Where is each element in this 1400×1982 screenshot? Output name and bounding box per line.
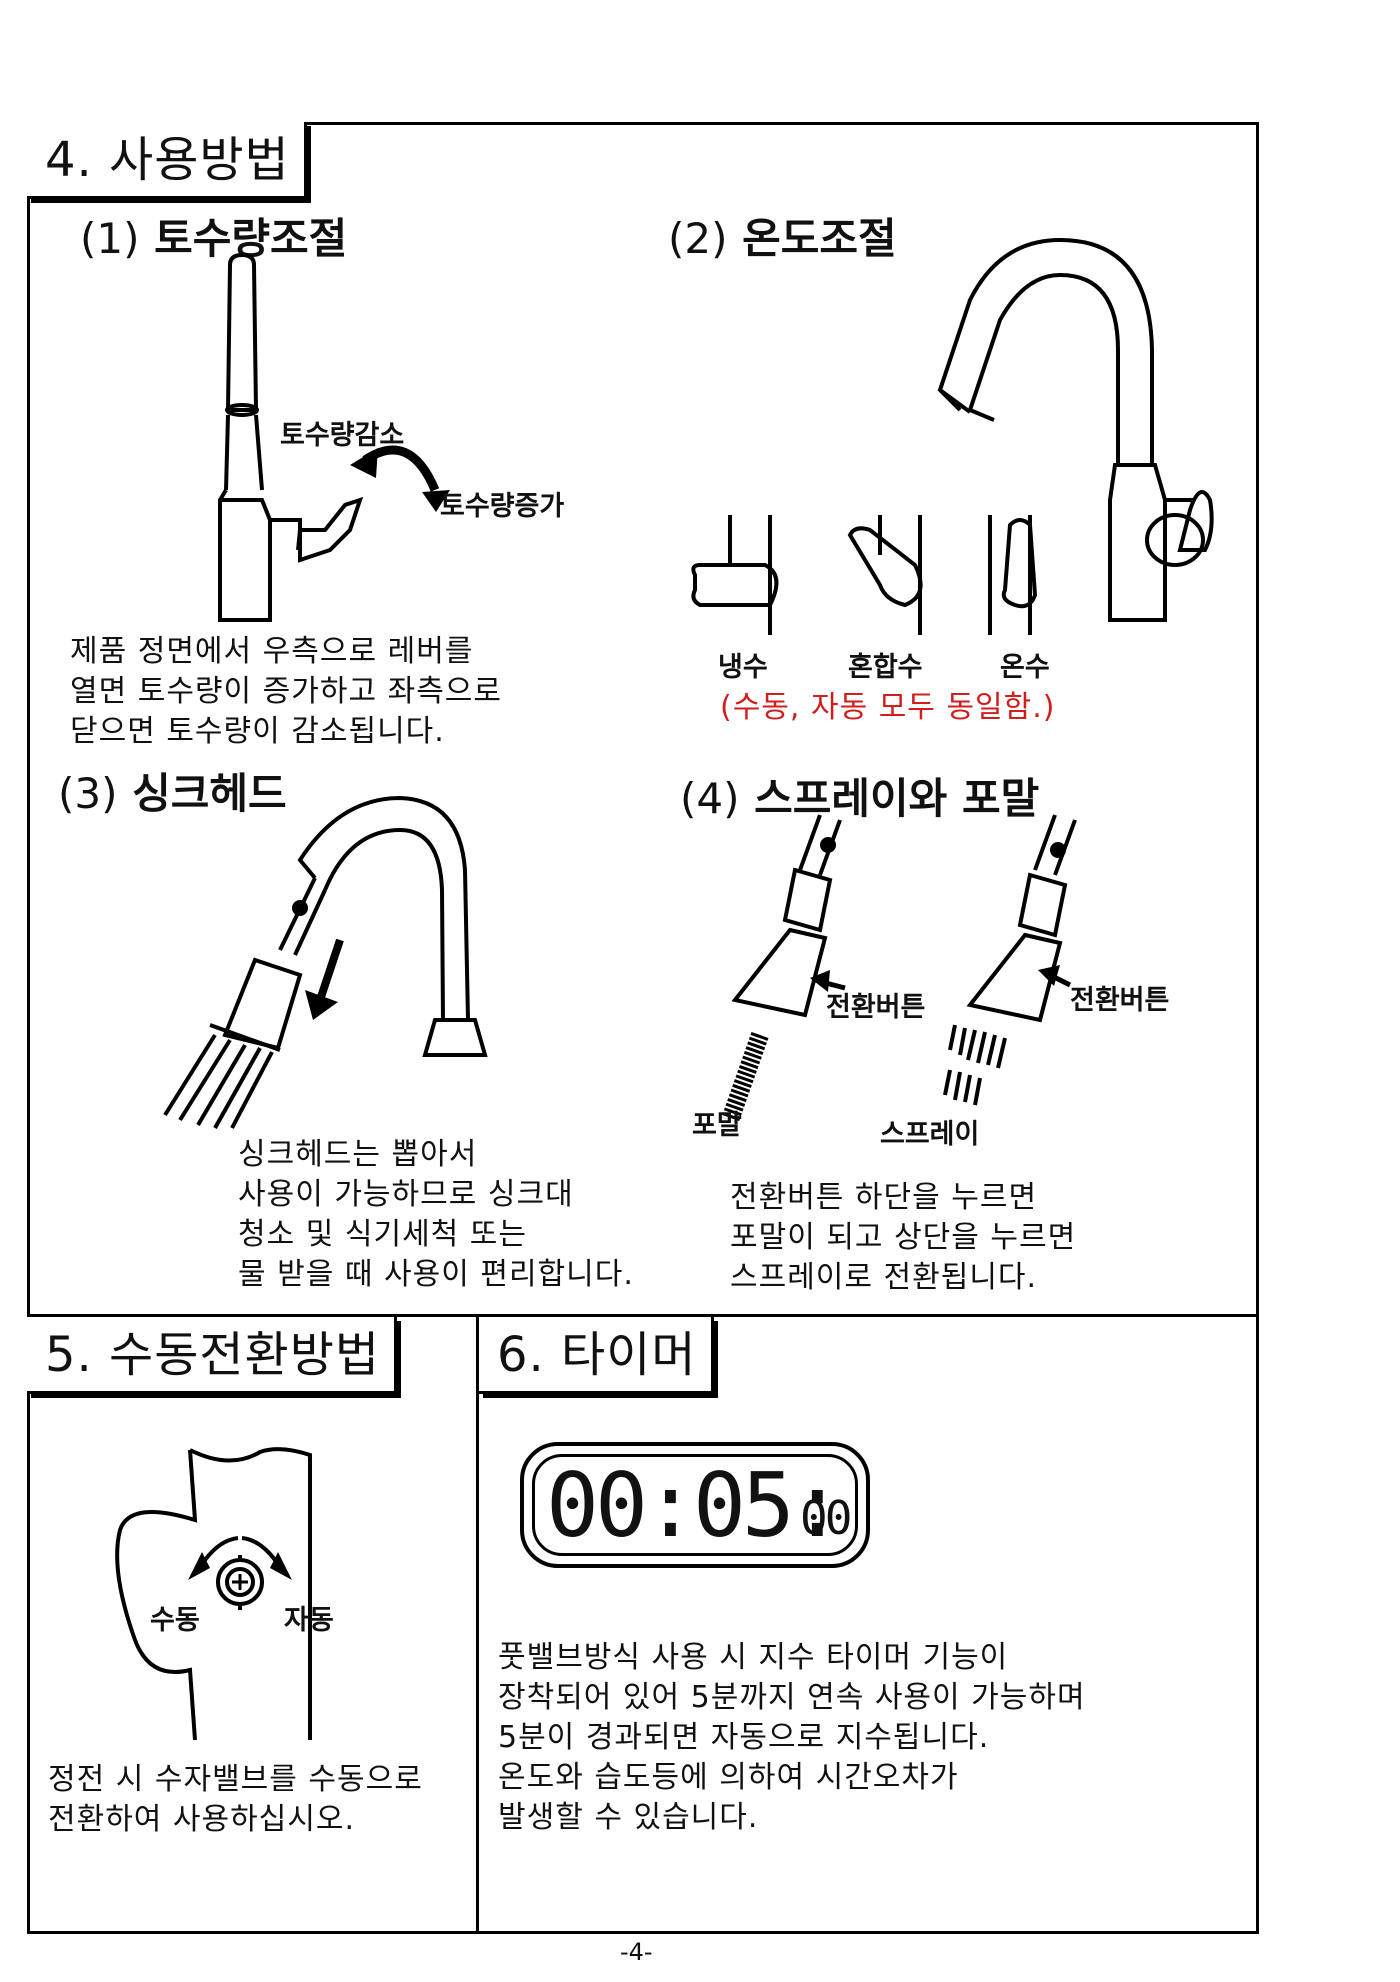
spray-foam-illustration [721, 814, 1077, 1123]
auto-label: 자동 [284, 1605, 334, 1636]
timer-small-digits: 00 [800, 1491, 852, 1545]
divider-vertical [476, 1314, 479, 1934]
hot-label: 온수 [1000, 652, 1050, 683]
sub4-heading: (4) 스프레이와 포말 [680, 765, 1039, 826]
spray-label: 스프레이 [880, 1119, 980, 1150]
temperature-lever-positions [691, 515, 1038, 635]
sub4-number: (4) [680, 774, 740, 823]
sub3-title: 싱크헤드 [132, 769, 287, 818]
sink-head-illustration [163, 795, 488, 1129]
sub2-number: (2) [668, 214, 728, 263]
timer-main-digits: 00:05: [546, 1454, 844, 1557]
section-4-title: 4. 사용방법 [27, 122, 307, 199]
sub2-heading: (2) 온도조절 [668, 205, 897, 266]
faucet-temperature-illustration [937, 237, 1214, 622]
section-5-title: 5. 수동전환방법 [27, 1317, 398, 1394]
mixed-label: 혼합수 [848, 652, 923, 683]
flow-increase-label: 토수량증가 [440, 491, 565, 522]
timer-display: 00:05: 00 [520, 1442, 870, 1568]
sub3-description: 싱크헤드는 뽑아서 사용이 가능하므로 싱크대 청소 및 식기세척 또는 물 받… [238, 1137, 634, 1292]
sub4-description: 전환버튼 하단을 누르면 포말이 되고 상단을 누르면 스프레이로 전환됩니다. [730, 1180, 1077, 1295]
switch-button-label-right: 전환버튼 [1070, 985, 1170, 1016]
outer-frame [27, 122, 1259, 1934]
switch-button-label-left: 전환버튼 [826, 992, 926, 1023]
section-6-title: 6. 타이머 [479, 1317, 714, 1394]
page-number: -4- [620, 1938, 653, 1966]
flow-decrease-label: 토수량감소 [280, 420, 405, 451]
faucet-flow-illustration [218, 252, 450, 622]
foam-label: 포말 [692, 1110, 742, 1141]
cold-label: 냉수 [718, 652, 768, 683]
sub1-description: 제품 정면에서 우측으로 레버를 열면 토수량이 증가하고 좌측으로 닫으면 토… [70, 634, 503, 749]
sub3-heading: (3) 싱크헤드 [58, 760, 287, 821]
manual-switch-illustration [115, 1447, 312, 1741]
manual-label: 수동 [150, 1605, 200, 1636]
sub1-number: (1) [80, 214, 140, 263]
divider-horizontal [27, 1314, 1259, 1317]
sub3-number: (3) [58, 769, 118, 818]
section-6-description: 풋밸브방식 사용 시 지수 타이머 기능이 장착되어 있어 5분까지 연속 사용… [498, 1640, 1086, 1835]
temperature-note: (수동, 자동 모두 동일함.) [720, 690, 1056, 725]
sub2-title: 온도조절 [742, 214, 897, 263]
section-5-description: 정전 시 수자밸브를 수동으로 전환하여 사용하십시오. [48, 1762, 423, 1837]
sub4-title: 스프레이와 포말 [754, 774, 1040, 823]
